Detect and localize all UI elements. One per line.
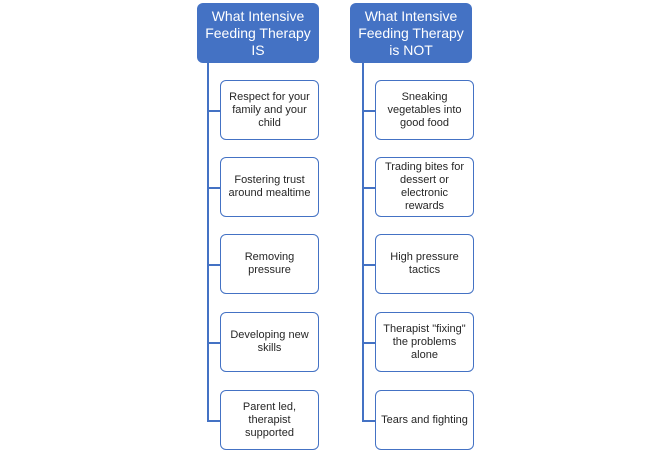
card-high-pressure: High pressure tactics [375, 234, 474, 294]
card-removing-pressure: Removing pressure [220, 234, 319, 294]
card-therapist-fixing: Therapist "fixing" the problems alone [375, 312, 474, 372]
connector-branch [362, 110, 375, 112]
header-is: What Intensive Feeding Therapy IS [197, 3, 319, 63]
card-respect: Respect for your family and your child [220, 80, 319, 140]
card-trading-bites: Trading bites for dessert or electronic … [375, 157, 474, 217]
connector-branch [207, 420, 220, 422]
card-parent-led: Parent led, therapist supported [220, 390, 319, 450]
card-new-skills: Developing new skills [220, 312, 319, 372]
connector-branch [362, 420, 375, 422]
connector-trunk-is-not [362, 63, 364, 421]
connector-branch [207, 342, 220, 344]
connector-branch [362, 264, 375, 266]
connector-branch [207, 110, 220, 112]
connector-trunk-is [207, 63, 209, 421]
card-sneaking-vegetables: Sneaking vegetables into good food [375, 80, 474, 140]
card-tears-fighting: Tears and fighting [375, 390, 474, 450]
connector-branch [207, 187, 220, 189]
card-trust: Fostering trust around mealtime [220, 157, 319, 217]
connector-branch [362, 342, 375, 344]
connector-branch [362, 187, 375, 189]
connector-branch [207, 264, 220, 266]
header-is-not: What Intensive Feeding Therapy is NOT [350, 3, 472, 63]
